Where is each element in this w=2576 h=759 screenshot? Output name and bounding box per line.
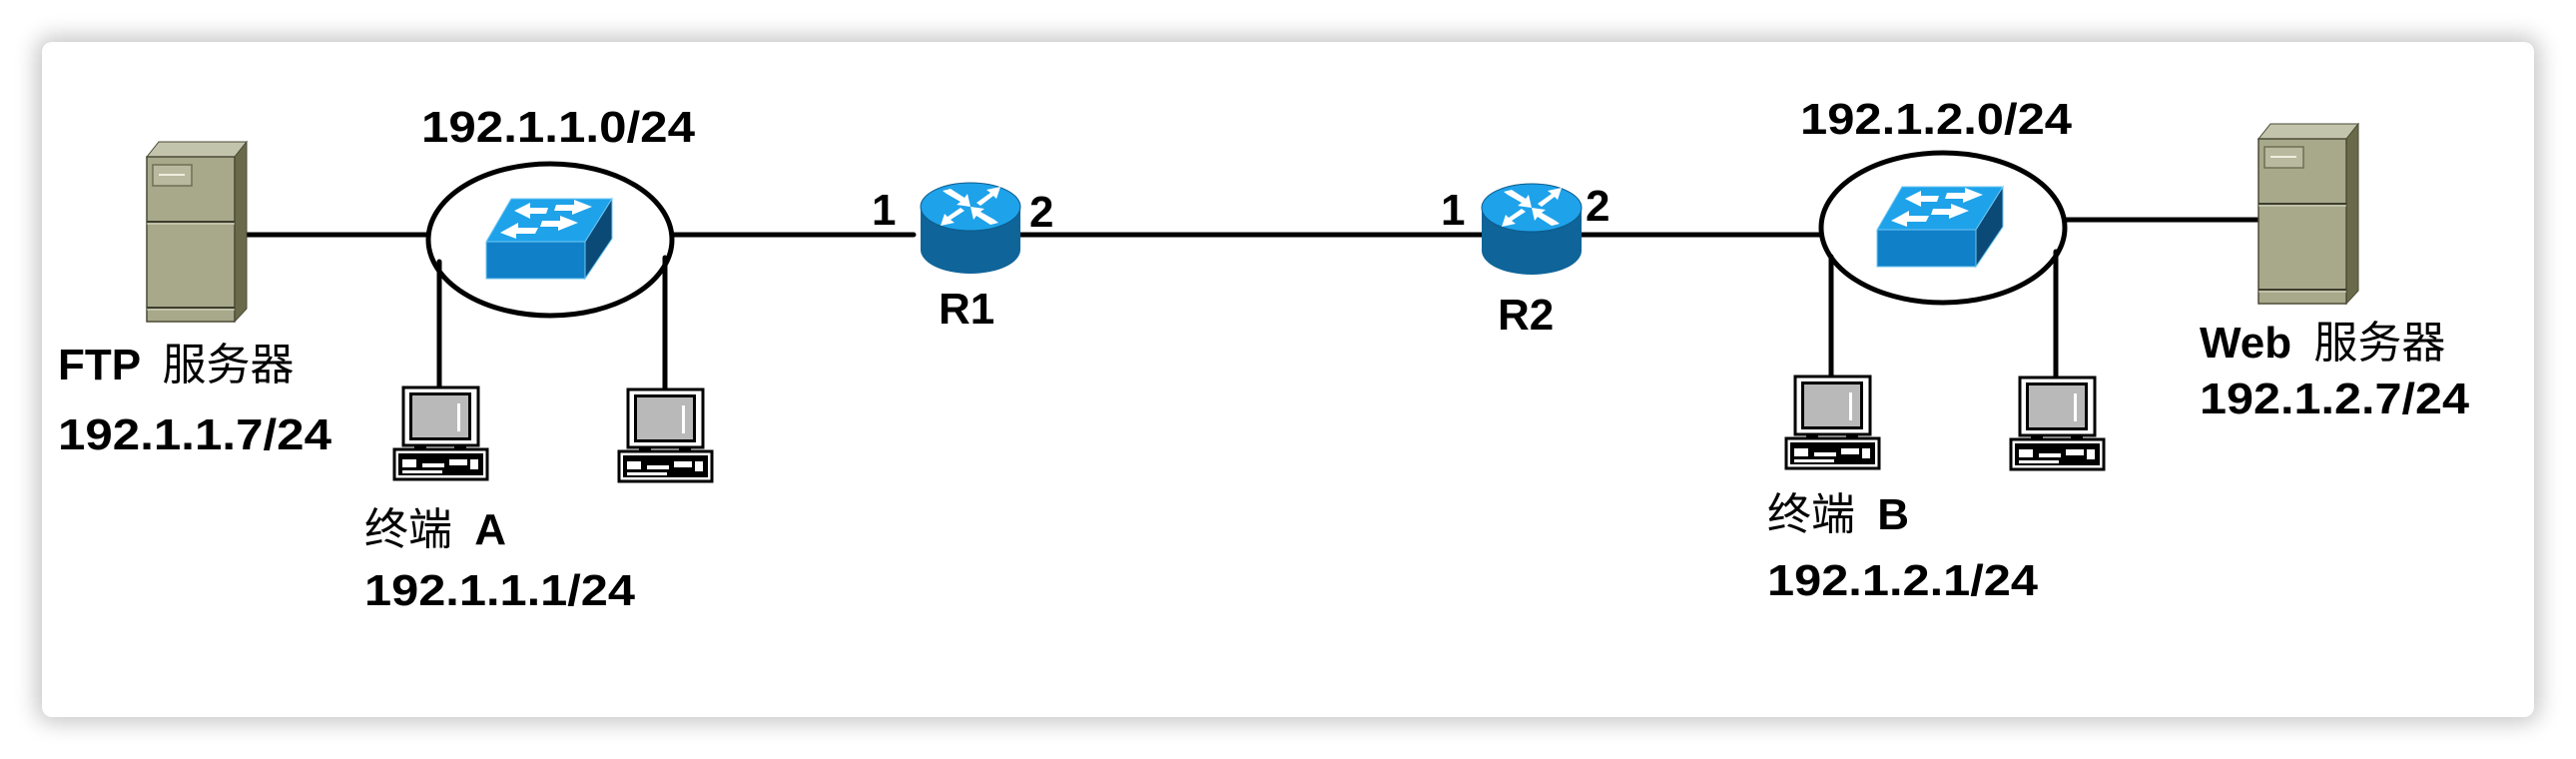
web-server-name-cn: 服务器 [2313,318,2445,369]
terminal-b-pc-icon[interactable] [1784,375,1881,470]
net1-pc2-icon[interactable] [617,387,714,483]
terminal-a-name: 终端 A [364,504,506,555]
web-server-ip: 192.1.2.7/24 [2200,375,2470,423]
ftp-server-name: FTP 服务器 [58,340,295,390]
network-label-2: 192.1.2.0/24 [1800,95,2073,144]
switch-icon-1[interactable] [485,198,613,280]
network-label-1: 192.1.1.0/24 [421,103,696,152]
r1-port-1-label: 1 [872,186,896,235]
net2-pc2-icon[interactable] [2009,376,2106,471]
terminal-a-name-cn: 终端 [364,504,452,555]
web-server-name: Web 服务器 [2200,318,2445,369]
switch-icon-2[interactable] [1876,186,2004,268]
terminal-b-name: 终端 B [1767,489,1909,540]
terminal-b-name-latin: B [1877,490,1909,539]
router-r1-icon[interactable] [920,182,1021,275]
terminal-a-pc-icon[interactable] [392,385,489,481]
web-server-icon[interactable] [2257,123,2359,305]
ftp-server-ip: 192.1.1.7/24 [58,410,332,459]
web-server-name-latin: Web [2200,319,2291,368]
r2-label: R2 [1498,291,1554,340]
r1-label: R1 [939,285,994,334]
r2-port-2-label: 2 [1586,182,1610,231]
r1-port-2-label: 2 [1029,188,1053,237]
ftp-server-icon[interactable] [146,141,248,323]
terminal-b-name-cn: 终端 [1767,489,1855,540]
ftp-server-name-latin: FTP [58,341,140,389]
ftp-server-name-cn: 服务器 [163,340,295,390]
r2-port-1-label: 1 [1441,186,1465,235]
terminal-b-ip: 192.1.2.1/24 [1767,556,2039,605]
terminal-a-ip: 192.1.1.1/24 [364,566,636,615]
terminal-a-name-latin: A [474,505,506,554]
router-r2-icon[interactable] [1481,183,1583,276]
diagram-card [42,42,2534,717]
